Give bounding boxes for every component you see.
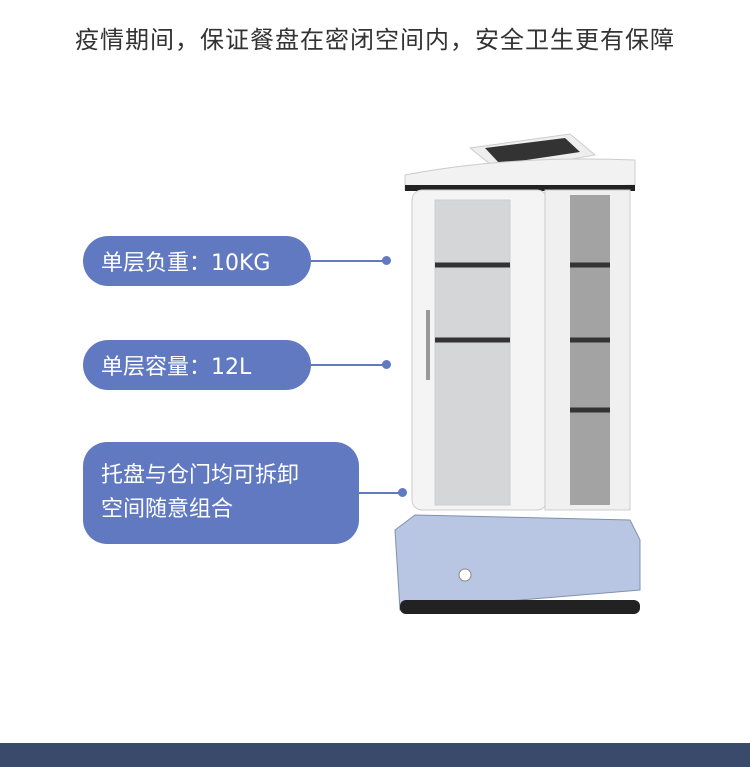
callout-dot — [398, 488, 407, 497]
feature-load-badge: 单层负重：10KG — [83, 236, 311, 286]
delivery-robot-image — [394, 133, 641, 614]
feature-label: 单层负重：10KG — [101, 251, 271, 276]
callout-line — [311, 364, 386, 366]
headline: 疫情期间，保证餐盘在密闭空间内，安全卫生更有保障 — [75, 26, 675, 54]
callout-dot — [382, 360, 391, 369]
feature-label-line2: 空间随意组合 — [101, 497, 234, 522]
callout-line — [359, 492, 401, 494]
feature-label: 单层容量：12L — [101, 355, 252, 380]
feature-label-line1: 托盘与仓门均可拆卸 — [101, 463, 300, 488]
callout-line — [311, 260, 386, 262]
callout-dot — [382, 256, 391, 265]
feature-capacity-badge: 单层容量：12L — [83, 340, 311, 390]
bottom-banner — [0, 743, 750, 767]
feature-removable-badge: 托盘与仓门均可拆卸 空间随意组合 — [83, 442, 359, 544]
